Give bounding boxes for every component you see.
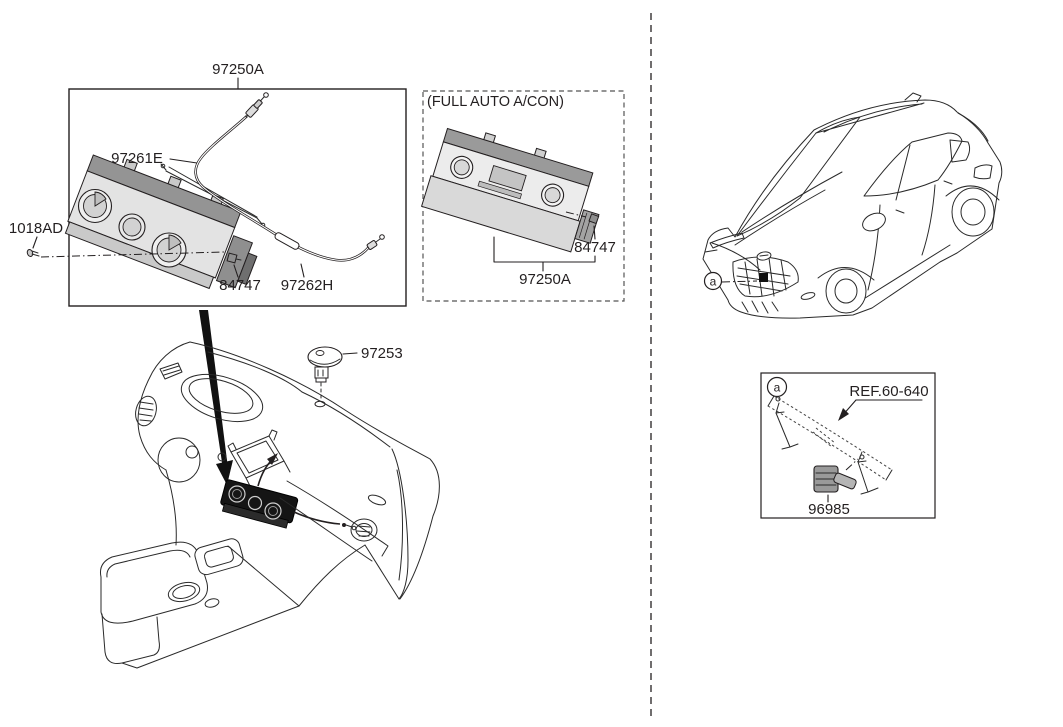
leader-84747-fullauto bbox=[593, 225, 596, 240]
pin-screw-icon bbox=[26, 249, 34, 257]
part-label-97253: 97253 bbox=[361, 345, 403, 362]
bracket-97250a-fullauto bbox=[493, 236, 596, 272]
leader-84747-manual bbox=[233, 264, 239, 278]
sensor-96985-icon bbox=[813, 458, 859, 493]
part-label-84747-manual: 84747 bbox=[219, 277, 261, 294]
full-auto-box: (FULL AUTO A/CON) bbox=[420, 90, 625, 302]
location-marker bbox=[759, 273, 768, 282]
heater-cable-art bbox=[194, 92, 385, 262]
callout-a-circle bbox=[703, 271, 723, 291]
ref-arrowhead bbox=[838, 408, 849, 421]
part-label-97250a-manual: 97250A bbox=[212, 61, 264, 78]
fastener-1018ad: 1018AD bbox=[9, 220, 225, 258]
ref-label: REF.60-640 bbox=[849, 383, 928, 400]
leader-97262h bbox=[300, 263, 305, 278]
detail-box-frame bbox=[760, 372, 936, 519]
dashboard-art: 97253 bbox=[100, 341, 440, 669]
callout-a-detail: a bbox=[774, 381, 781, 395]
routed-cable bbox=[293, 511, 341, 525]
ref-leader bbox=[841, 399, 923, 417]
part-label-97262h: 97262H bbox=[281, 277, 334, 294]
callout-a-detail-circle bbox=[766, 376, 788, 398]
manual-heater-control-art bbox=[64, 154, 258, 290]
callout-a-vehicle: a bbox=[710, 275, 717, 289]
full-auto-control-art bbox=[420, 127, 600, 253]
manual-control-box: 97250A bbox=[64, 61, 407, 307]
part-label-96985: 96985 bbox=[808, 501, 850, 518]
reference-beam-art bbox=[767, 395, 893, 495]
installed-control-highlight bbox=[220, 479, 299, 529]
part-label-1018ad: 1018AD bbox=[9, 220, 63, 237]
part-label-84747-fullauto: 84747 bbox=[574, 239, 616, 256]
part-label-97261e: 97261E bbox=[111, 150, 163, 167]
callout-a-leader bbox=[721, 280, 758, 283]
screw-84747-fullauto-icon bbox=[565, 211, 600, 225]
leader-1018ad bbox=[32, 236, 38, 249]
full-auto-frame bbox=[422, 90, 625, 302]
locator-arrow bbox=[199, 310, 233, 485]
detail-box: a REF.60-640 96985 bbox=[760, 372, 936, 519]
screw-84747-icon bbox=[226, 252, 242, 264]
vehicle-art: a bbox=[702, 92, 1003, 319]
full-auto-caption: (FULL AUTO A/CON) bbox=[427, 94, 564, 110]
leader-97253 bbox=[342, 352, 358, 355]
part-label-97250a-fullauto: 97250A bbox=[519, 271, 571, 288]
leader-97261e bbox=[169, 158, 198, 164]
